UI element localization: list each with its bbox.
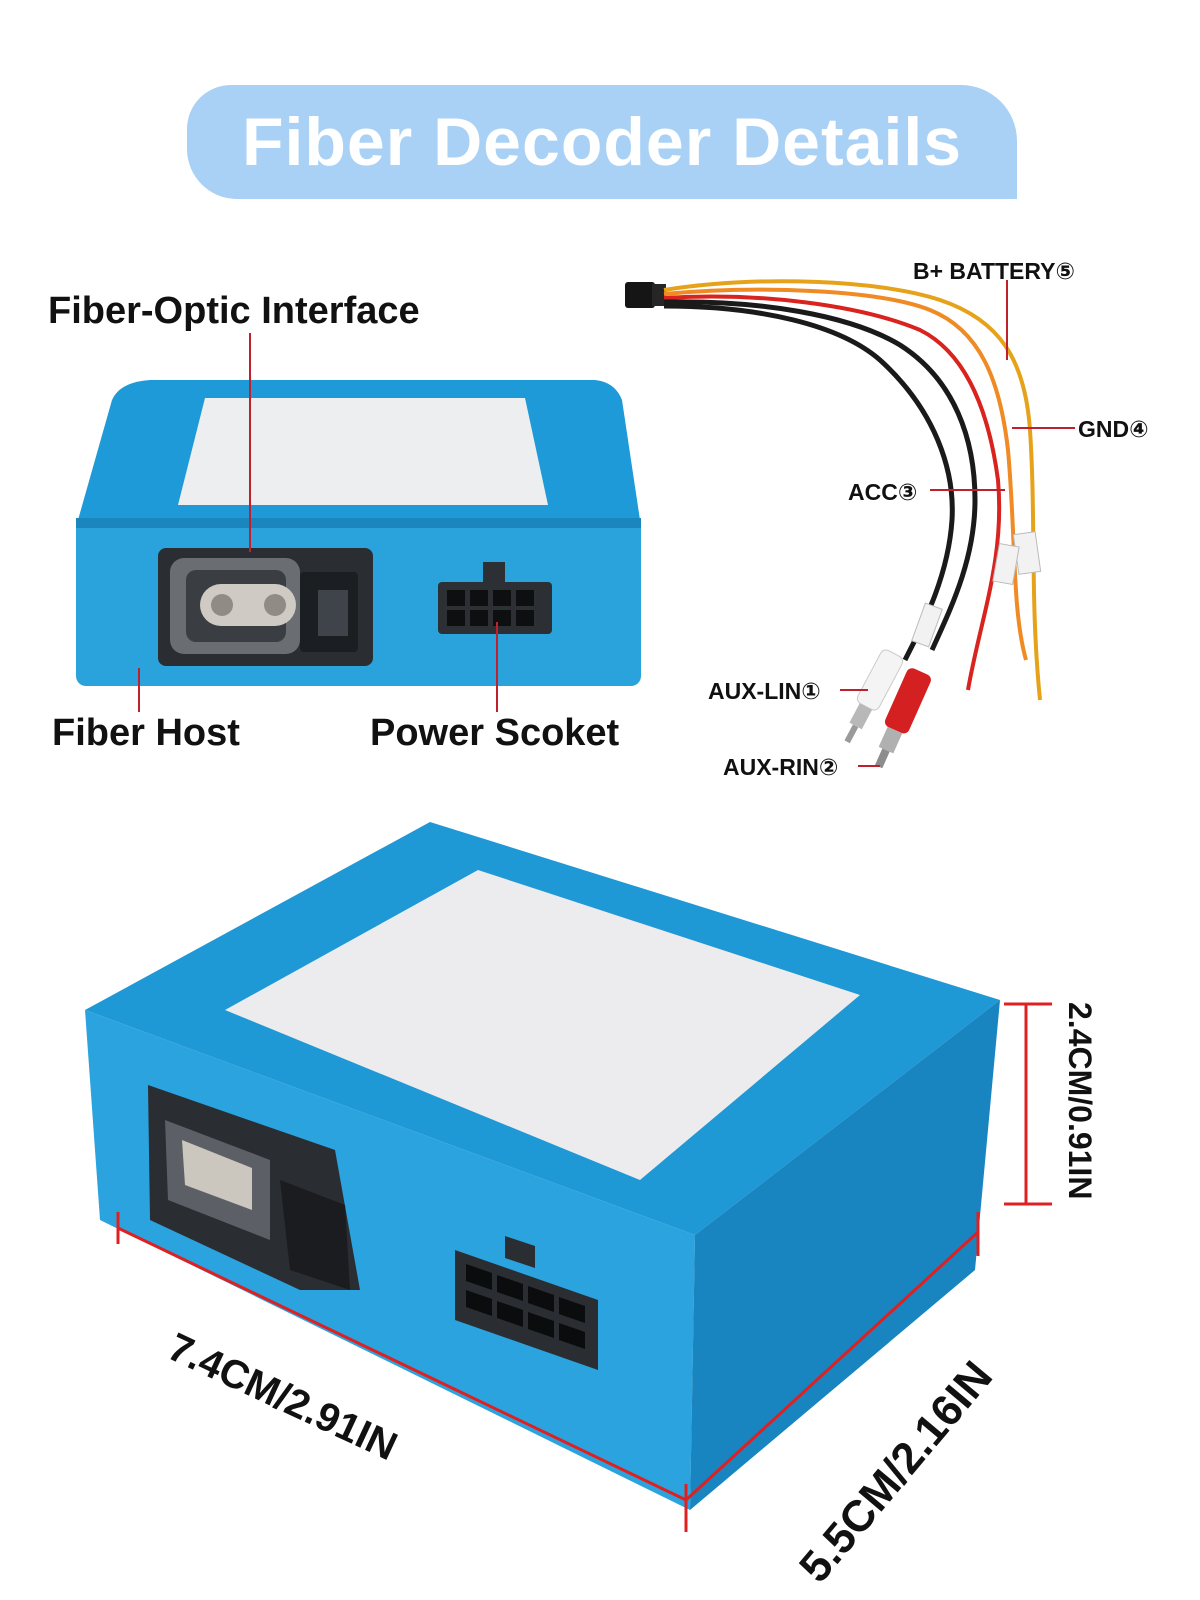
power-socket-connector bbox=[438, 562, 552, 634]
wire-black-1 bbox=[663, 299, 978, 652]
harness-plug-connector bbox=[625, 282, 666, 308]
box3d-fiber-connector bbox=[148, 1085, 360, 1290]
page-title: Fiber Decoder Details bbox=[241, 104, 963, 180]
dim-line-length bbox=[117, 1226, 687, 1502]
box3d-power-socket bbox=[455, 1236, 598, 1370]
box-label-sticker bbox=[178, 398, 548, 505]
label-fiber-optic-interface: Fiber-Optic Interface bbox=[48, 290, 420, 332]
wire-black-2 bbox=[663, 303, 955, 662]
label-aux-lin: AUX-LIN① bbox=[708, 678, 821, 704]
label-aux-rin: AUX-RIN② bbox=[723, 754, 839, 780]
box3d-side-face bbox=[690, 1000, 1000, 1510]
rca-plug-red bbox=[875, 668, 931, 769]
label-height-dimension: 2.4CM/0.91IN bbox=[1062, 1002, 1098, 1200]
wire-tag bbox=[911, 602, 943, 648]
dimension-lines bbox=[116, 1002, 1052, 1532]
label-acc: ACC③ bbox=[848, 479, 918, 505]
wire-tag bbox=[992, 542, 1020, 586]
label-fiber-host: Fiber Host bbox=[52, 712, 240, 754]
title-banner bbox=[187, 85, 1017, 199]
label-gnd: GND④ bbox=[1078, 416, 1149, 442]
box3d-label-sticker bbox=[225, 870, 860, 1180]
label-power-socket: Power Scoket bbox=[370, 712, 620, 754]
label-battery: B+ BATTERY⑤ bbox=[913, 258, 1075, 284]
wire-red bbox=[663, 294, 1002, 691]
fiber-connector bbox=[158, 548, 373, 666]
dim-line-width bbox=[684, 1230, 980, 1502]
rca-plug-white bbox=[844, 649, 904, 744]
